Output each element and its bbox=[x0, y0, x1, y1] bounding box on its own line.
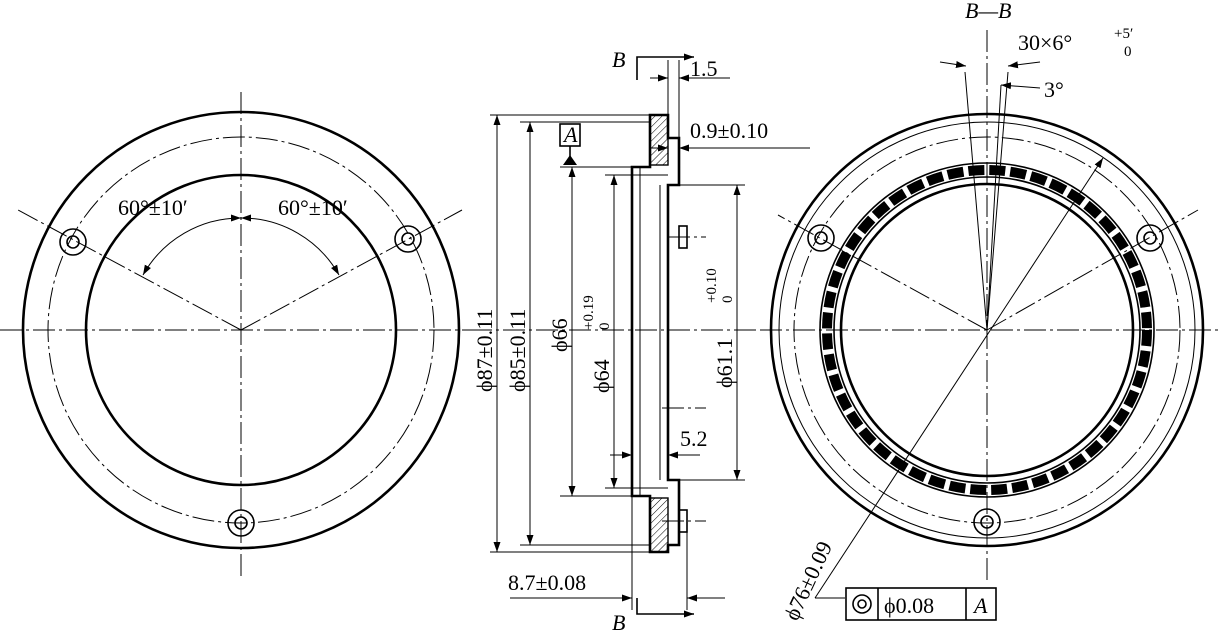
front-hole-right bbox=[394, 225, 422, 253]
dim-61-tol-upper: +0.10 bbox=[704, 268, 720, 303]
bb-dim-76-line bbox=[814, 157, 1104, 599]
section-cut-top bbox=[636, 53, 694, 80]
bb-teeth-tol-upper: +5′ bbox=[1114, 26, 1133, 42]
bb-fcf-value: ϕ0.08 bbox=[884, 593, 934, 618]
front-angle-arc-left bbox=[142, 214, 242, 276]
front-angle-right-label: 60°±10′ bbox=[278, 195, 348, 220]
bb-fcf-datum: A bbox=[972, 593, 988, 618]
dim-61: ϕ61.1 bbox=[712, 338, 737, 388]
front-center-diag-right bbox=[240, 209, 463, 331]
front-angle-arc-right bbox=[240, 214, 340, 276]
bb-angle-3deg: 3° bbox=[1044, 77, 1064, 102]
section-hatch-bottom bbox=[649, 497, 669, 553]
dim-8-7: 8.7±0.08 bbox=[508, 570, 586, 595]
bb-spline-teeth bbox=[822, 165, 1152, 495]
front-center-diag-left bbox=[17, 209, 242, 331]
datum-a-symbol: A bbox=[559, 122, 581, 165]
bb-hole-bottom bbox=[973, 508, 1001, 536]
section-b-title: B—B bbox=[965, 0, 1011, 23]
front-hole-left bbox=[59, 228, 87, 256]
front-angle-left-label: 60°±10′ bbox=[118, 195, 188, 220]
section-body-outline bbox=[630, 113, 681, 554]
dim-1-5: 1.5 bbox=[690, 56, 718, 81]
front-hole-bottom bbox=[227, 509, 255, 537]
section-mark-top: B bbox=[612, 47, 625, 72]
bb-teeth-tol-lower: 0 bbox=[1124, 44, 1132, 60]
dim-61-tol-lower: 0 bbox=[720, 296, 736, 304]
dim-87: ϕ87±0.11 bbox=[472, 309, 497, 392]
dim-85: ϕ85±0.11 bbox=[505, 309, 530, 392]
dim-64: ϕ64 bbox=[589, 359, 614, 393]
section-view: B B 1.5 0.9±0.10 A ϕ87±0.11 bbox=[470, 47, 810, 632]
dim-5-2: 5.2 bbox=[680, 426, 708, 451]
bb-feature-control-frame: ϕ0.08 A bbox=[845, 587, 997, 621]
section-cut-bottom bbox=[636, 598, 694, 618]
bb-hole-right bbox=[1136, 224, 1164, 252]
dim-wall-thickness: 0.9±0.10 bbox=[690, 118, 768, 143]
bb-dim-76: ϕ76±0.09 bbox=[779, 537, 837, 624]
dim-64-tol-upper: +0.19 bbox=[581, 295, 597, 330]
svg-text:A: A bbox=[562, 122, 578, 147]
section-mark-bottom: B bbox=[612, 610, 625, 632]
section-b-view: B—B 30×6° +5′ 0 3° bbox=[760, 0, 1219, 624]
bb-teeth-spec: 30×6° bbox=[1018, 30, 1072, 55]
front-view: 60°±10′ 60°±10′ bbox=[0, 92, 478, 578]
dim-64-tol-lower: 0 bbox=[597, 323, 613, 331]
bb-hole-left bbox=[807, 224, 835, 252]
section-hatch-top bbox=[649, 114, 669, 166]
dim-66: ϕ66 bbox=[547, 318, 572, 352]
